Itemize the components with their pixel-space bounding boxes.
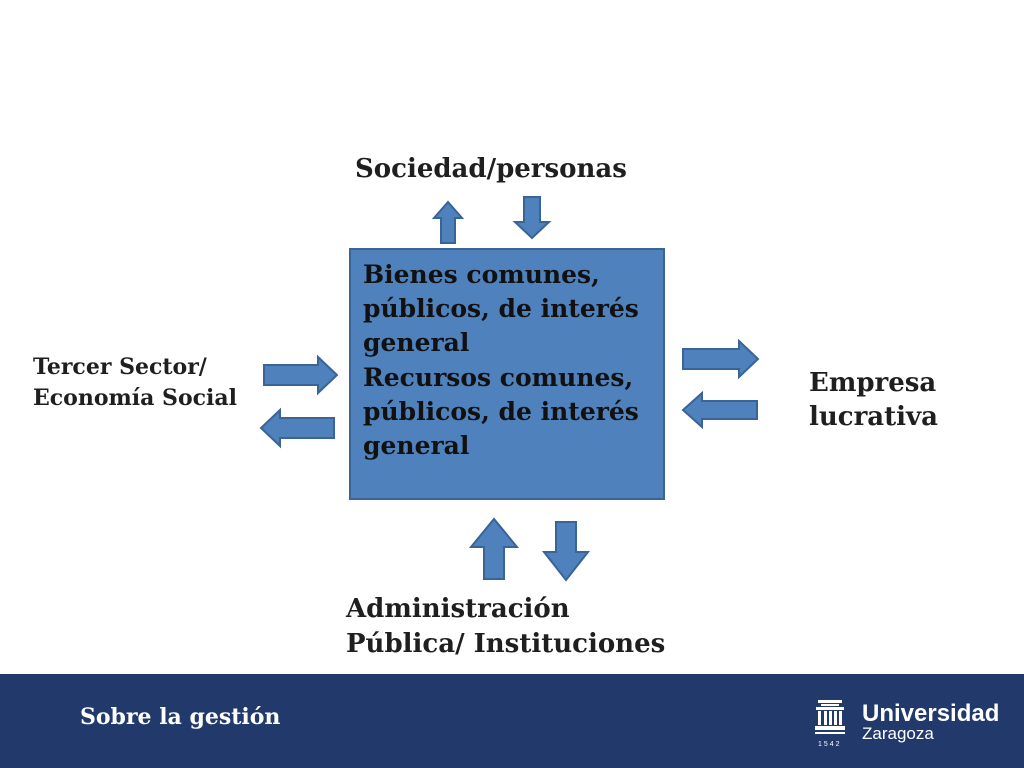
footer-bar [0,674,1024,768]
arrow-down-to-administracion [541,521,591,582]
center-box-bienes-recursos: Bienes comunes, públicos, de interés gen… [349,248,665,500]
center-box-line-3: general [363,328,470,357]
arrow-up-to-sociedad [431,200,465,244]
center-box-line-6: general [363,431,470,460]
label-tercer-sector-line-2: Economía Social [33,385,237,411]
label-administracion-publica: Administración Pública/ Instituciones [346,592,665,662]
university-building-icon [815,700,845,734]
center-box-line-5: públicos, de interés [363,397,639,426]
arrow-left-to-tercer-sector [259,407,335,449]
arrow-up-from-administracion [468,517,520,580]
arrow-right-from-tercer-sector [263,354,339,396]
footer-title: Sobre la gestión [80,704,281,730]
arrow-down-from-sociedad [512,196,552,240]
logo-universidad-text: Universidad [862,700,1000,727]
arrow-right-to-empresa [682,338,760,380]
arrows-layer [259,196,760,582]
logo-year-text: 1542 [818,741,842,748]
center-box-line-4: Recursos comunes, [363,363,634,392]
label-administracion-publica-line-1: Administración [346,594,570,624]
center-box-line-2: públicos, de interés [363,294,639,323]
label-empresa-lucrativa-line-1: Empresa [809,368,937,398]
label-tercer-sector: Tercer Sector/ Economía Social [33,352,237,414]
label-empresa-lucrativa: Empresa lucrativa [809,366,938,434]
label-tercer-sector-line-1: Tercer Sector/ [33,354,207,380]
label-administracion-publica-line-2: Pública/ Instituciones [346,629,666,659]
center-box-line-1: Bienes comunes, [363,260,600,289]
arrow-left-from-empresa [681,390,758,430]
label-sociedad-personas: Sociedad/personas [355,154,627,184]
logo-zaragoza-text: Zaragoza [862,724,934,743]
label-empresa-lucrativa-line-2: lucrativa [809,402,938,432]
